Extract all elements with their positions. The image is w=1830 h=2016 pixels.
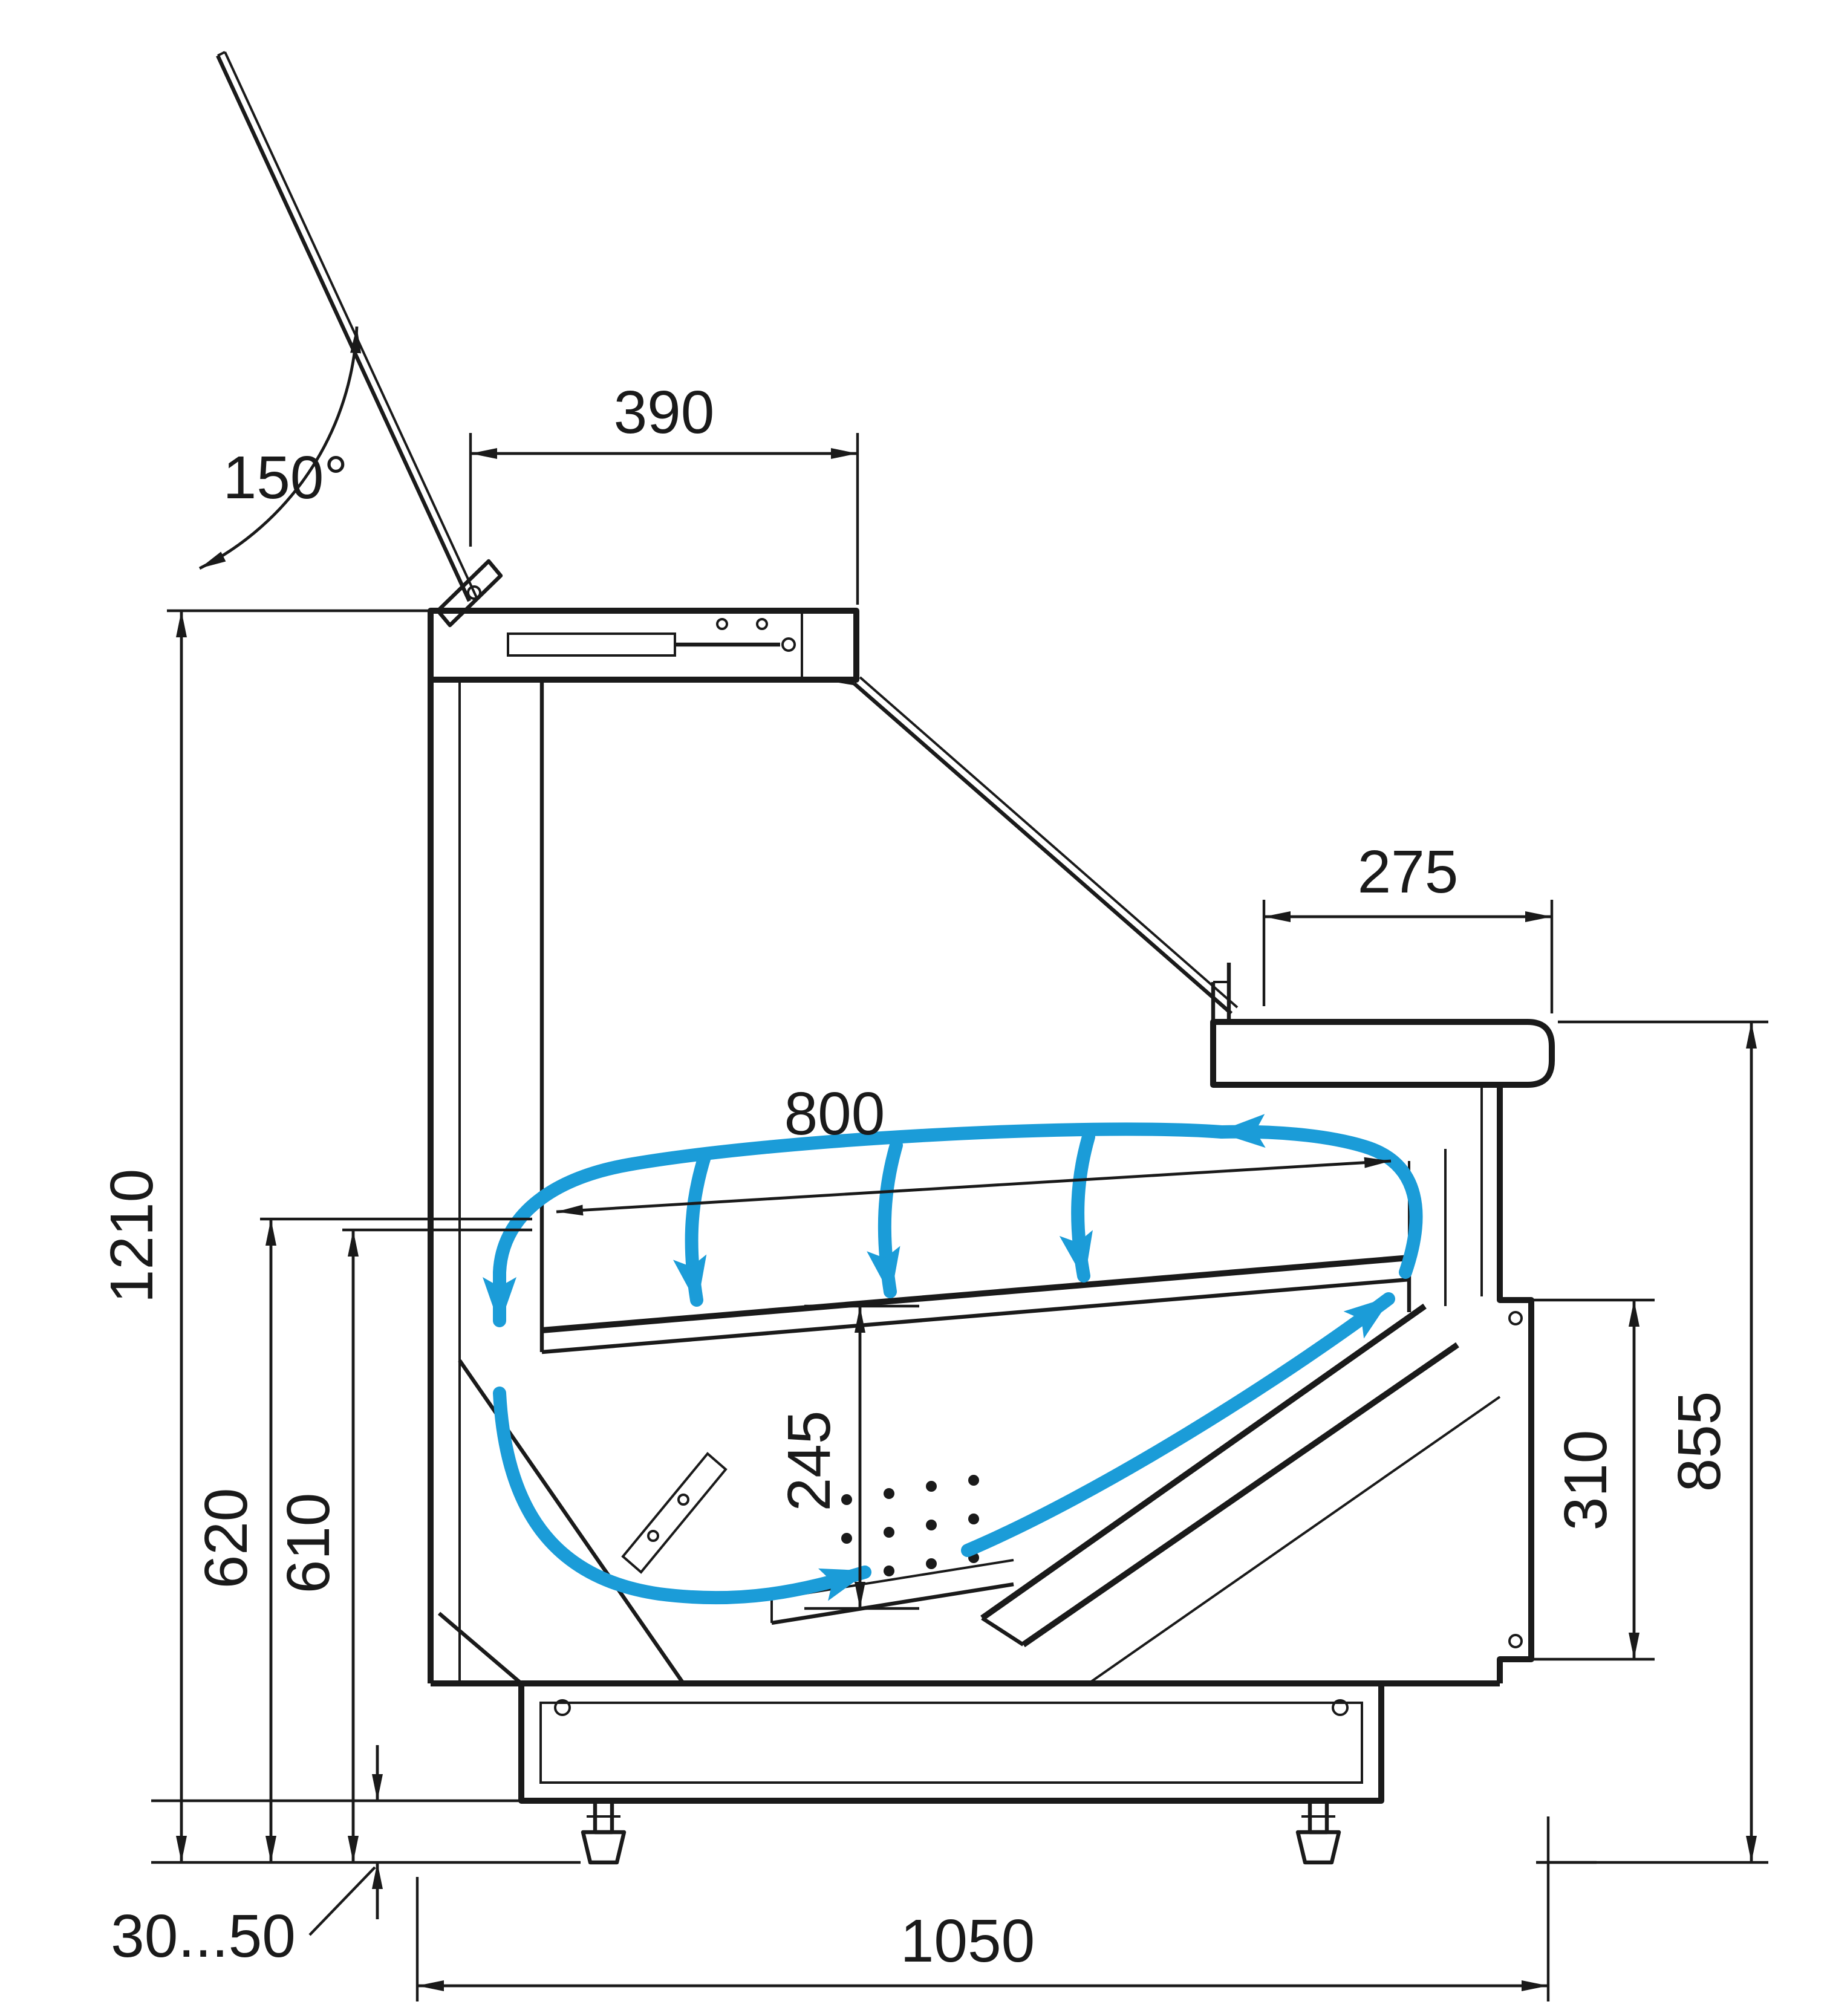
perforated-panel bbox=[771, 1582, 1014, 1625]
lid-glass-line-2 bbox=[224, 51, 478, 598]
dimension-line bbox=[556, 1157, 1392, 1216]
gas-strut-body bbox=[507, 632, 676, 657]
base-plinth-inner bbox=[539, 1702, 1363, 1784]
airflow-arrows bbox=[483, 1114, 1423, 1605]
dim-well-depth: 245 bbox=[775, 1304, 919, 1610]
foot-pad bbox=[581, 1830, 627, 1865]
base-screw bbox=[1332, 1699, 1349, 1716]
dim-base-depth: 1050 bbox=[415, 1816, 1550, 2001]
foot-pad bbox=[1295, 1830, 1341, 1865]
front-lower-profile bbox=[1497, 1085, 1534, 1683]
dim-display-length-label: 800 bbox=[784, 1080, 885, 1148]
dim-worktop-depth: 275 bbox=[1262, 838, 1554, 1013]
lid-pivot bbox=[467, 585, 481, 600]
air-ramp-lower bbox=[1021, 1342, 1459, 1648]
front-glass bbox=[832, 676, 1239, 1022]
dim-top-depth-label: 390 bbox=[614, 379, 715, 446]
airflow-drop-1 bbox=[672, 1148, 712, 1307]
dim-back-height-outer-label: 620 bbox=[192, 1488, 260, 1589]
adjustable-feet bbox=[581, 1801, 1341, 1865]
canopy-screw bbox=[756, 618, 768, 630]
canopy-outline bbox=[428, 608, 859, 683]
front-panel-bolt bbox=[1508, 1634, 1523, 1648]
interior bbox=[458, 680, 1501, 1685]
dim-overall-height-label: 1210 bbox=[98, 1169, 166, 1303]
lid-glass-line bbox=[216, 54, 471, 602]
dim-leg-adjustment: 30...50 bbox=[111, 1745, 1597, 1970]
airflow-drop-2 bbox=[867, 1139, 903, 1298]
worktop bbox=[1210, 981, 1555, 1088]
dim-back-height-inner: 610 bbox=[275, 1228, 532, 1862]
dim-top-depth: 390 bbox=[469, 379, 859, 605]
bracket-screw bbox=[647, 1530, 659, 1542]
front-glass-line bbox=[852, 681, 1233, 1015]
leader-line bbox=[308, 1866, 376, 1936]
lid-tip-cap bbox=[217, 51, 226, 57]
dim-base-depth-label: 1050 bbox=[900, 1907, 1035, 1975]
back-bottom-angle bbox=[437, 1611, 523, 1685]
air-ramp-cap bbox=[981, 1616, 1024, 1647]
dim-leg-adjustment-label: 30...50 bbox=[111, 1902, 296, 1970]
dim-back-height-outer: 620 bbox=[192, 1217, 532, 1862]
front-panel-bolt bbox=[1508, 1311, 1523, 1325]
airflow-ramp-up bbox=[961, 1292, 1395, 1557]
display-deck bbox=[541, 1255, 1410, 1333]
lid-hinge-bracket bbox=[435, 559, 503, 628]
canopy-screw bbox=[716, 618, 728, 630]
glass-top-bracket bbox=[832, 677, 855, 686]
airflow-drop-3 bbox=[1059, 1130, 1095, 1283]
airflow-bottom bbox=[493, 1387, 871, 1605]
cabinet-shell bbox=[428, 611, 1534, 1804]
dim-overall-height: 1210 bbox=[98, 609, 431, 1862]
front-glass-line-2 bbox=[859, 676, 1239, 1009]
dim-front-panel-height-label: 310 bbox=[1552, 1430, 1620, 1531]
airflow-top-right bbox=[1215, 1114, 1423, 1279]
drain-bracket bbox=[621, 1452, 728, 1574]
base-screw bbox=[554, 1699, 571, 1716]
dim-front-height-label: 855 bbox=[1666, 1391, 1733, 1492]
dim-well-depth-label: 245 bbox=[775, 1411, 843, 1512]
dim-lid-angle-label: 150° bbox=[223, 444, 348, 512]
display-deck-underside bbox=[541, 1277, 1410, 1354]
air-ramp-upper bbox=[980, 1303, 1427, 1621]
base-plinth bbox=[518, 1683, 1384, 1804]
dim-worktop-depth-label: 275 bbox=[1358, 838, 1459, 906]
canopy bbox=[363, 608, 859, 683]
dim-back-height-inner-label: 610 bbox=[275, 1493, 342, 1594]
dim-front-panel-height: 310 bbox=[1531, 1298, 1655, 1661]
dim-display-length: 800 bbox=[556, 1080, 1392, 1216]
bracket-screw bbox=[677, 1494, 689, 1506]
worktop-slab bbox=[1210, 1019, 1555, 1088]
airflow-top-left-down bbox=[483, 1122, 1228, 1327]
duct-bottom-line bbox=[1087, 1396, 1501, 1685]
angle-arc bbox=[198, 326, 362, 570]
gas-strut-eye bbox=[781, 637, 796, 652]
dim-front-height: 855 bbox=[1536, 1020, 1768, 1864]
open-lid bbox=[216, 51, 503, 628]
dim-lid-angle: 150° bbox=[198, 326, 362, 570]
